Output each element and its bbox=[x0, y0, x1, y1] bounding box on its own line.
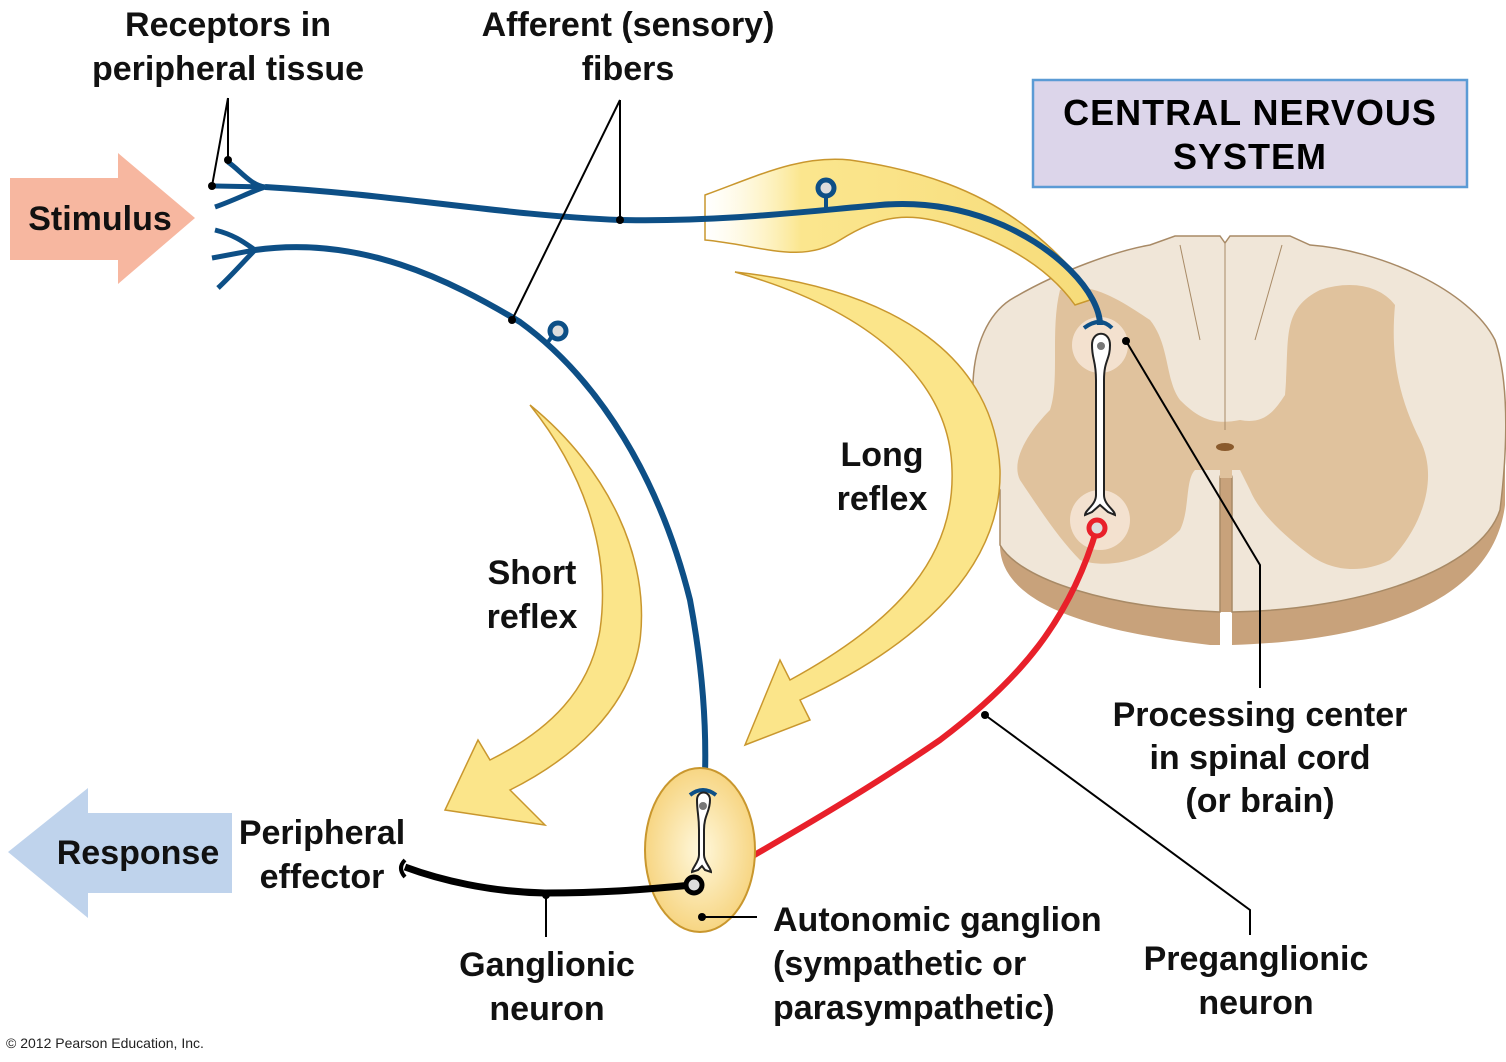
ganglionic-cell-body bbox=[683, 874, 705, 896]
processing-center-label-line2: in spinal cord bbox=[1149, 739, 1370, 777]
peripheral-effector-label-line2: effector bbox=[260, 858, 385, 896]
stimulus-arrow: Stimulus bbox=[10, 153, 195, 284]
long-reflex-label-line2: reflex bbox=[837, 480, 928, 518]
short-reflex-label-line2: reflex bbox=[487, 598, 578, 636]
afferent-fiber-upper bbox=[214, 159, 1114, 330]
autonomic-ganglion-label-line1: Autonomic ganglion bbox=[773, 901, 1102, 939]
long-reflex-arrow bbox=[734, 271, 1001, 747]
autonomic-ganglion-label-line3: parasympathetic) bbox=[773, 989, 1055, 1027]
receptors-label-line2: peripheral tissue bbox=[92, 50, 364, 88]
afferent-cell-body-lower bbox=[547, 320, 569, 342]
response-arrow: Response bbox=[8, 788, 232, 918]
peripheral-effector-label-line1: Peripheral bbox=[239, 814, 405, 852]
central-canal bbox=[1216, 443, 1234, 451]
receptors-label-line1: Receptors in bbox=[125, 6, 331, 44]
short-reflex-arrow bbox=[443, 404, 643, 827]
cns-title-line2: SYSTEM bbox=[1173, 136, 1327, 177]
autonomic-ganglion bbox=[644, 767, 756, 933]
response-label: Response bbox=[57, 834, 220, 872]
dorsal-root-ganglion bbox=[704, 158, 1091, 306]
preganglionic-label-line2: neuron bbox=[1198, 984, 1313, 1022]
afferent-label-line1: Afferent (sensory) bbox=[482, 6, 775, 44]
preganglionic-fiber bbox=[718, 527, 1100, 878]
cns-title-line1: CENTRAL NERVOUS bbox=[1063, 92, 1437, 133]
leader-lines bbox=[208, 97, 1261, 937]
afferent-label-line2: fibers bbox=[582, 50, 675, 88]
processing-center-label-line1: Processing center bbox=[1113, 696, 1408, 734]
copyright: © 2012 Pearson Education, Inc. bbox=[6, 1035, 204, 1051]
afferent-cell-body-upper bbox=[815, 177, 837, 199]
short-reflex-label-line1: Short bbox=[488, 554, 577, 592]
afferent-fiber-lower bbox=[211, 227, 709, 776]
ganglionic-neuron-label-line2: neuron bbox=[489, 990, 604, 1028]
long-reflex-label-line1: Long bbox=[840, 436, 923, 474]
ganglionic-neuron-label-line1: Ganglionic bbox=[459, 946, 635, 984]
spinal-cord bbox=[972, 235, 1506, 645]
autonomic-ganglion-label-line2: (sympathetic or bbox=[773, 945, 1026, 983]
preganglionic-cell-body bbox=[1086, 517, 1108, 539]
stimulus-label: Stimulus bbox=[28, 200, 172, 238]
cns-box: CENTRAL NERVOUS SYSTEM bbox=[1031, 78, 1469, 189]
preganglionic-label-line1: Preganglionic bbox=[1144, 940, 1369, 978]
processing-center-label-line3: (or brain) bbox=[1185, 782, 1334, 820]
interneuron bbox=[1083, 332, 1117, 517]
